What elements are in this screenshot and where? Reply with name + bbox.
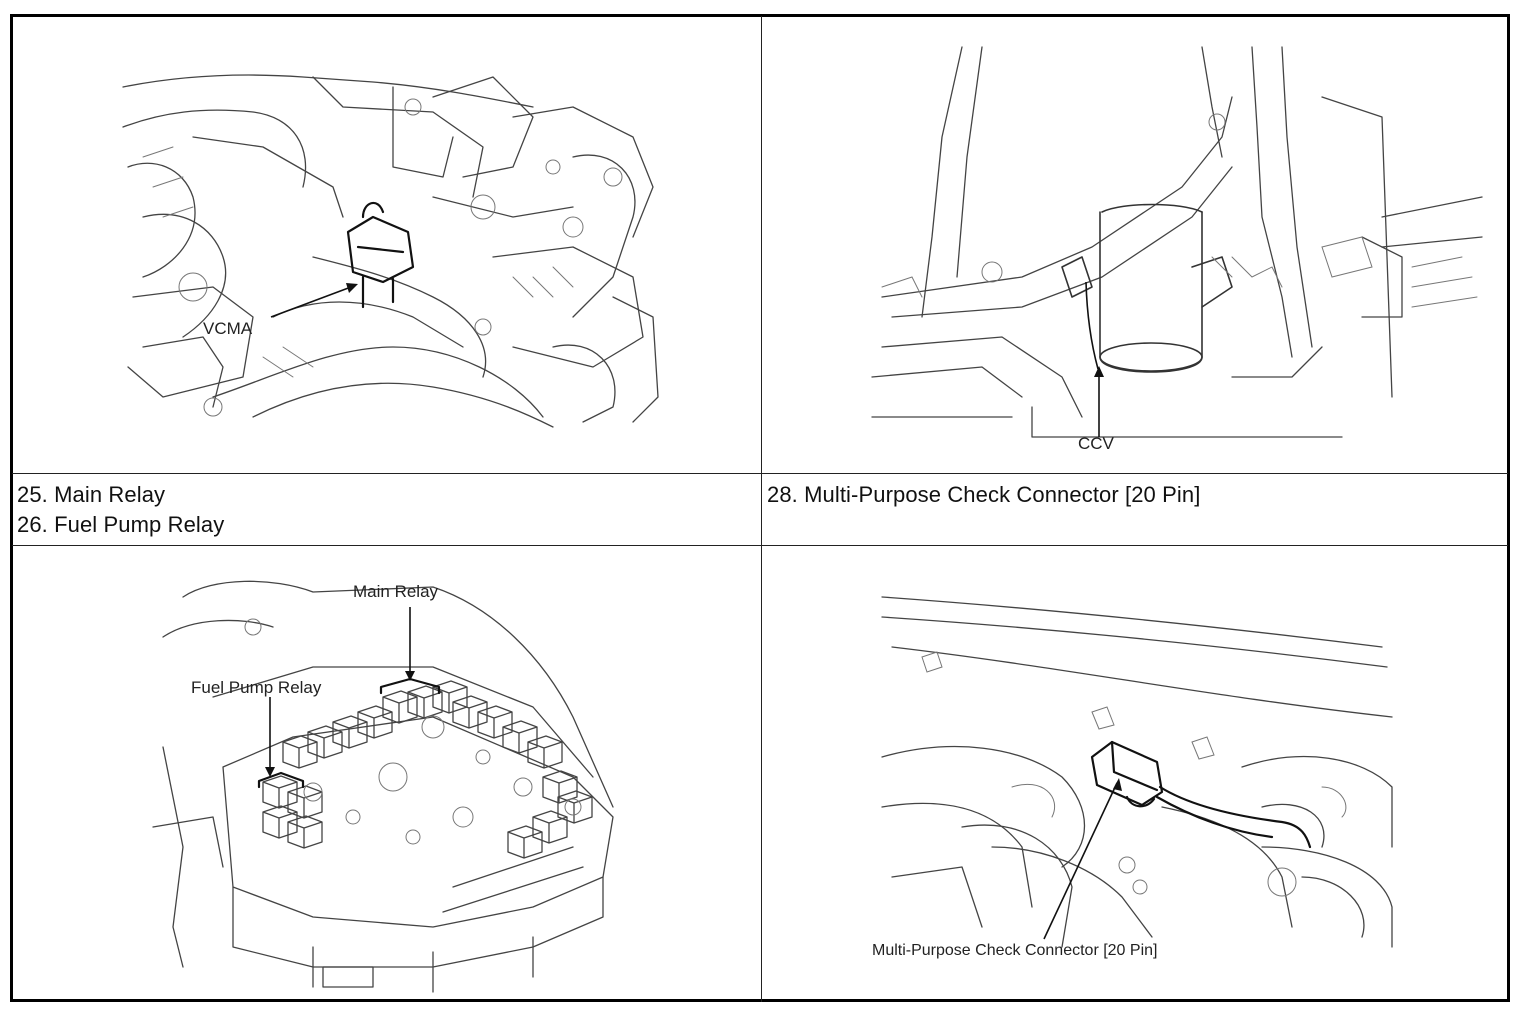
relay-cube	[557, 790, 593, 824]
relay-cube	[507, 825, 543, 859]
vcma-leader-line	[270, 286, 352, 318]
column-divider	[761, 16, 762, 1002]
relay-cube	[332, 715, 368, 749]
row-divider-top	[12, 473, 1508, 474]
relay-cube	[307, 725, 343, 759]
caption-fuel-pump-relay: 26. Fuel Pump Relay	[17, 512, 225, 537]
relay-cube	[407, 685, 443, 719]
row-divider-bottom	[12, 545, 1508, 546]
fuel-pump-relay-bracket	[257, 771, 305, 789]
check-connector-illustration: Multi-Purpose Check Connector [20 Pin]	[872, 596, 1393, 959]
relay-cube	[382, 690, 418, 724]
connector-figure-cell: Multi-Purpose Check Connector [20 Pin]	[762, 547, 1508, 1000]
relay-cube	[287, 815, 323, 849]
caption-check-connector: 28. Multi-Purpose Check Connector [20 Pi…	[767, 482, 1201, 507]
relay-figure-cell: Main Relay Fuel Pump Relay	[13, 547, 760, 1000]
ccv-hose	[1085, 281, 1099, 370]
left-caption: 25. Main Relay 26. Fuel Pump Relay	[17, 480, 224, 540]
relay-cube	[532, 810, 568, 844]
relay-cube	[527, 735, 563, 769]
relay-cube	[502, 720, 538, 754]
connector-label: Multi-Purpose Check Connector [20 Pin]	[872, 942, 1157, 959]
main-relay-label: Main Relay	[353, 582, 439, 601]
vcma-illustration: VCMA	[122, 74, 659, 428]
relay-cube	[452, 695, 488, 729]
document-table	[10, 14, 1510, 1002]
ccv-illustration: CCV	[871, 46, 1483, 453]
relay-cube	[477, 705, 513, 739]
right-caption: 28. Multi-Purpose Check Connector [20 Pi…	[767, 480, 1200, 510]
connector-leader-line	[1043, 782, 1118, 940]
vcma-label: VCMA	[203, 319, 253, 338]
ccv-label: CCV	[1078, 434, 1115, 453]
relay-cubes	[262, 680, 593, 859]
caption-main-relay: 25. Main Relay	[17, 482, 166, 507]
relay-cube	[262, 805, 298, 839]
relay-cube	[262, 775, 298, 809]
relay-cube	[357, 705, 393, 739]
fuel-pump-relay-label: Fuel Pump Relay	[191, 678, 322, 697]
vcma-figure-cell: VCMA	[13, 17, 760, 472]
relay-cube	[542, 770, 578, 804]
relay-cube	[282, 735, 318, 769]
ccv-figure-cell: CCV	[762, 17, 1508, 472]
relay-box-illustration: Main Relay Fuel Pump Relay	[152, 580, 614, 993]
check-connector-body	[1090, 740, 1312, 849]
